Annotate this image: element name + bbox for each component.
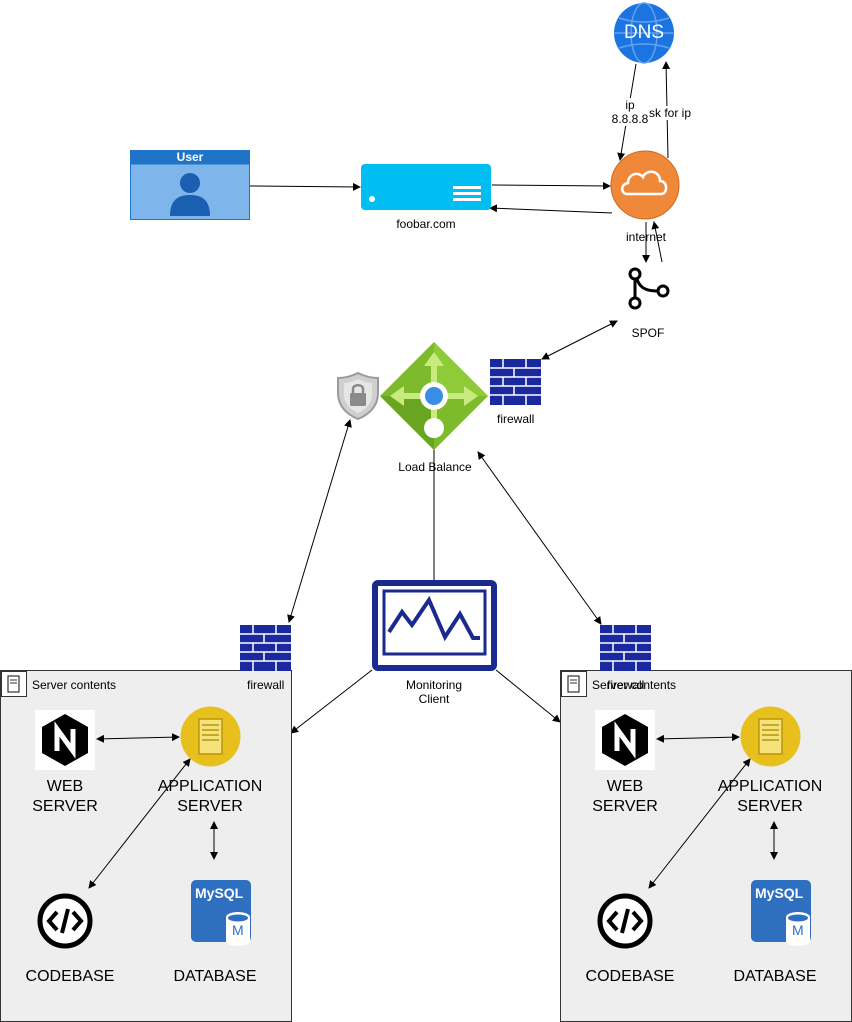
server-left-database-label: DATABASE [173,968,257,985]
user-icon [130,150,250,220]
server-rack-icon [1,671,27,697]
server-right-title: Server contents [592,678,677,692]
firewall-icon [600,625,651,671]
monitoring-label-line1: Monitoring [405,678,463,692]
server-right-edges [648,733,778,889]
server-right-app-line1: APPLICATION [717,778,823,795]
shield-lock-icon [337,371,379,421]
server-left-mysql-letter: M [232,922,244,938]
server-right-codebase[interactable] [597,893,653,954]
mysql-icon [751,880,811,946]
app-server-icon [740,706,801,767]
domain-node[interactable] [361,164,491,215]
ip-edge-label-line2: 8.8.8.8 [611,112,649,126]
branch-icon [628,267,670,310]
server-right-web-line2: SERVER [592,798,658,815]
nginx-icon [35,710,95,770]
server-left-title: Server contents [32,678,117,692]
user-label: User [176,150,204,164]
edge-lb-left [287,419,352,623]
edge-lb-right [477,451,602,625]
server-left-nginx[interactable] [35,710,95,775]
monitoring-label-line2: Client [418,692,450,706]
firewall-top-label: firewall [497,412,535,426]
server-right-app[interactable] [740,706,801,772]
internet-node[interactable] [610,150,680,220]
firewall-icon [240,625,291,671]
server-rack-icon [561,671,587,697]
server-left-database[interactable]: MySQL M [191,880,251,951]
firewall-left-node[interactable] [240,625,291,676]
globe-icon [614,2,674,64]
server-left-mysql-badge: MySQL [195,885,244,901]
load-balancer-icon [380,342,488,450]
server-left-app-line2: SERVER [177,798,243,815]
server-right-codebase-label: CODEBASE [585,968,675,985]
cloud-icon [610,150,680,220]
security-node[interactable] [336,371,380,426]
spof-node[interactable] [624,266,672,319]
code-icon [37,893,93,949]
server-right-web-line1: WEB [606,778,644,795]
server-right-nginx[interactable] [595,710,655,775]
firewall-icon [490,359,541,405]
web-server-icon [361,164,491,210]
server-right-database[interactable]: MySQL M [751,880,811,951]
code-icon [597,893,653,949]
server-right-mysql-badge: MySQL [755,885,804,901]
dns-node[interactable]: DNS [613,2,675,64]
server-right-app-line2: SERVER [737,798,803,815]
server-left-web-line1: WEB [46,778,84,795]
firewall-left-label: firewall [247,678,285,692]
server-left-web-line2: SERVER [32,798,98,815]
server-left-app[interactable] [180,706,241,772]
server-left-header: Server contents [1,671,291,697]
load-balancer-label: Load Balance [398,460,472,474]
edge-spof-internet-up [651,221,663,263]
edge-monitor-right [495,669,561,723]
edge-domain-internet [491,181,611,190]
spof-label: SPOF [631,326,665,340]
firewall-right-label: firewall [607,678,645,692]
dns-label: DNS [623,22,665,43]
domain-label: foobar.com [396,217,456,231]
server-right-database-label: DATABASE [733,968,817,985]
user-node[interactable]: User [130,150,250,220]
firewall-right-node[interactable] [600,625,651,676]
nginx-icon [595,710,655,770]
ip-edge-label-line1: ip [625,98,635,112]
server-left-edges [88,733,218,889]
edge-spof-firewall [541,320,618,360]
mysql-icon [191,880,251,946]
edge-user-domain [249,182,361,191]
monitoring-node[interactable] [372,580,497,676]
edge-internet-domain [489,204,613,214]
server-right-mysql-letter: M [792,922,804,938]
edge-monitor-left [290,669,373,734]
internet-label: internet [625,230,667,244]
ask-ip-edge-label: sk for ip [649,106,692,120]
server-right-header: Server contents [561,671,851,697]
server-left-codebase-label: CODEBASE [25,968,115,985]
app-server-icon [180,706,241,767]
server-left-codebase[interactable] [37,893,93,954]
load-balancer-node[interactable] [378,340,490,457]
firewall-top-node[interactable] [490,359,541,410]
monitor-icon [372,580,497,671]
server-left-app-line1: APPLICATION [157,778,263,795]
